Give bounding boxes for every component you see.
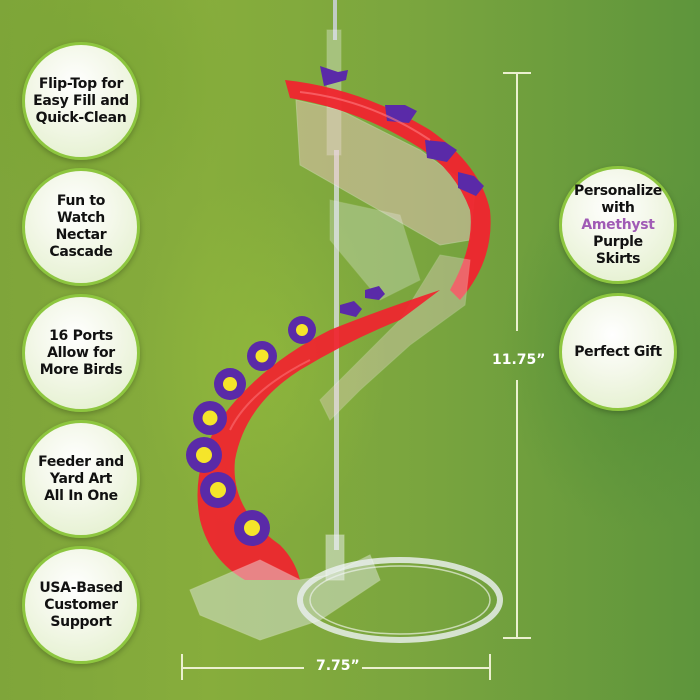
- feature-badge-nectar-cascade: Fun to Watch Nectar Cascade: [22, 168, 140, 286]
- width-dim-right-cap: [489, 654, 491, 680]
- height-dim-label: 11.75”: [492, 352, 546, 368]
- height-dim-bottom-cap: [503, 637, 531, 639]
- badge-text: Feeder and Yard Art All In One: [38, 453, 124, 504]
- badge-text: 16 Ports Allow for More Birds: [39, 327, 123, 378]
- badge-text: Personalize with Amethyst Purple Skirts: [574, 182, 662, 267]
- width-dim-line-right: [362, 667, 490, 669]
- width-dim-label: 7.75”: [316, 658, 360, 674]
- feature-badge-perfect-gift: Perfect Gift: [559, 293, 677, 411]
- badge-text: Perfect Gift: [574, 343, 662, 360]
- badge-text: Fun to Watch Nectar Cascade: [49, 193, 113, 260]
- badge-text: Flip-Top for Easy Fill and Quick-Clean: [33, 75, 129, 126]
- width-dim-line-left: [182, 667, 304, 669]
- badge-text: USA-Based Customer Support: [39, 579, 123, 630]
- flower-ports-front: [186, 316, 316, 546]
- height-dim-line-upper: [516, 73, 518, 331]
- feature-badge-flip-top: Flip-Top for Easy Fill and Quick-Clean: [22, 42, 140, 160]
- feature-badge-16-ports: 16 Ports Allow for More Birds: [22, 294, 140, 412]
- feature-badge-amethyst-skirts: Personalize with Amethyst Purple Skirts: [559, 166, 677, 284]
- height-dim-line-lower: [516, 380, 518, 638]
- feature-badge-usa-support: USA-Based Customer Support: [22, 546, 140, 664]
- accent-text: Amethyst: [581, 216, 655, 233]
- spiral-feeder-image: [186, 0, 503, 643]
- feature-badge-yard-art: Feeder and Yard Art All In One: [22, 420, 140, 538]
